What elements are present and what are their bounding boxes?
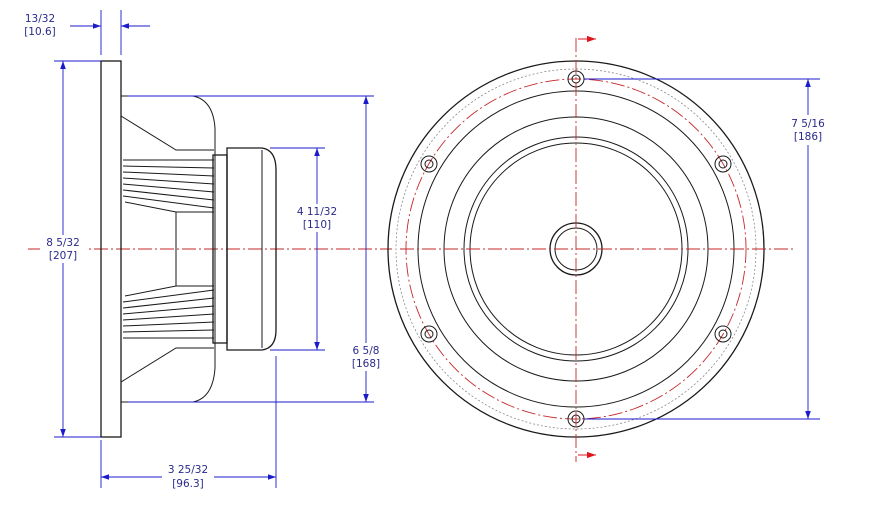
flange-thickness-imperial: 13/32 xyxy=(25,13,55,25)
overall-height-imperial: 8 5/32 xyxy=(46,237,80,249)
baffle-cutout-imperial: 6 5/8 xyxy=(353,345,380,357)
magnet-diameter-label-bg xyxy=(292,204,342,232)
flange-plate xyxy=(100,60,122,438)
magnet-diameter-metric: [110] xyxy=(303,219,331,231)
mounting-depth-label-bg xyxy=(162,462,214,490)
mounting-depth-metric: [96.3] xyxy=(172,478,204,490)
overall-height-metric: [207] xyxy=(49,250,77,262)
baffle-cutout-label-bg xyxy=(344,343,388,371)
bolt-circle-imperial: 7 5/16 xyxy=(791,118,825,130)
magnet-diameter-imperial: 4 11/32 xyxy=(297,206,337,218)
bolt-circle-metric: [186] xyxy=(794,131,822,143)
basket-outline xyxy=(121,95,216,403)
side-extension-lines xyxy=(54,10,374,488)
basket-inner-top xyxy=(120,115,214,151)
mounting-depth-imperial: 3 25/32 xyxy=(168,464,208,476)
flange-thickness-metric: [10.6] xyxy=(24,26,56,38)
spider-ribs-bottom xyxy=(122,285,215,339)
overall-height-label-bg xyxy=(40,235,86,263)
spider-ribs-top xyxy=(122,159,215,213)
magnet-body xyxy=(226,147,277,351)
bolt-circle-label-bg xyxy=(786,115,830,145)
front-view: 7 5/16 [186] xyxy=(387,35,830,462)
basket-inner-bottom xyxy=(120,347,214,383)
baffle-cutout-metric: [168] xyxy=(352,358,380,370)
side-view: 13/32 [10.6] 8 5/32 [207] 4 11/32 [110] … xyxy=(24,10,392,490)
